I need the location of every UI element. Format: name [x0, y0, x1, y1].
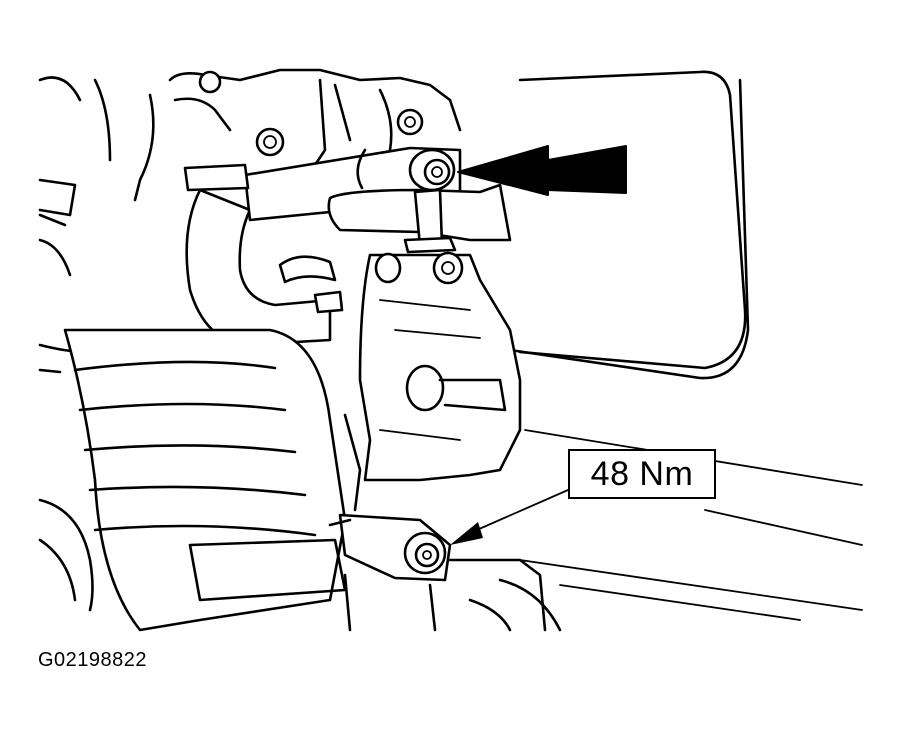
torque-callout: 48 Nm — [568, 449, 716, 499]
callout-leader — [450, 489, 569, 545]
bolts-upper — [198, 70, 424, 157]
panel-outline — [508, 70, 750, 380]
hose-clamp-bolt — [408, 148, 456, 192]
indicator-arrow — [457, 145, 627, 196]
hoses — [183, 146, 512, 347]
lower-bolt-assembly — [328, 513, 562, 632]
figure-id: G02198822 — [38, 649, 148, 671]
mount-bracket — [358, 251, 522, 482]
exhaust-pipe — [38, 328, 362, 632]
